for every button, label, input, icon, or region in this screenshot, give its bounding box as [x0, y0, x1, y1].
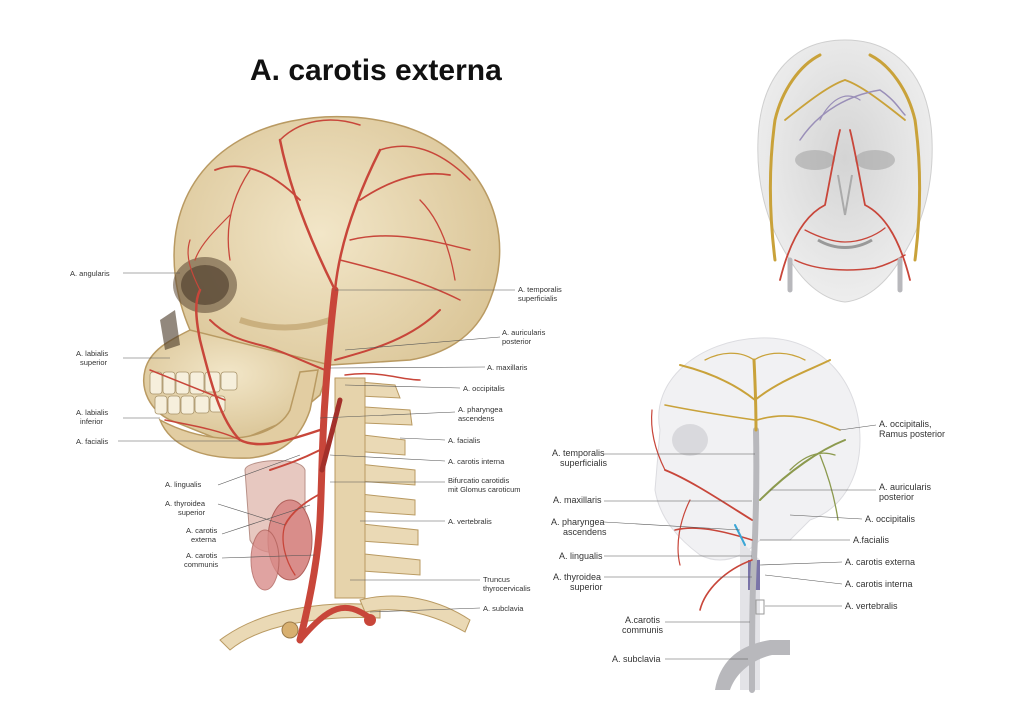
label-vertebralis: A. vertebralis — [448, 517, 492, 526]
right-leader-lines — [603, 424, 877, 660]
label-labialis-inferior: A. labialis — [76, 408, 108, 417]
left-artery-network — [149, 119, 471, 644]
label-pharyngea: A. pharyngea — [458, 405, 503, 414]
label-truncus: Truncus — [483, 575, 510, 584]
label-r-pharyngea: A. pharyngea — [551, 517, 605, 527]
label-labialis-inferior-2: inferior — [80, 417, 103, 426]
label-r-maxillaris: A. maxillaris — [553, 495, 602, 505]
label-facialis-right: A. facialis — [448, 436, 480, 445]
label-r-carotis-communis-2: communis — [622, 625, 664, 635]
label-r-carotis-interna: A. carotis interna — [845, 579, 913, 589]
label-temporalis-2: superficialis — [518, 294, 557, 303]
right-labels-right: A. occipitalis, Ramus posterior A. auric… — [845, 419, 945, 611]
label-r-lingualis: A. lingualis — [559, 551, 603, 561]
label-labialis-superior: A. labialis — [76, 349, 108, 358]
label-r-vertebralis: A. vertebralis — [845, 601, 898, 611]
label-r-carotis-communis: A.carotis — [625, 615, 661, 625]
label-r-occipitalis-posterior: A. occipitalis, — [879, 419, 932, 429]
right-labels-left: A. temporalis superficialis A. maxillari… — [551, 448, 664, 664]
label-auricularis: A. auricularis — [502, 328, 546, 337]
label-angularis: A. angularis — [70, 269, 110, 278]
label-auricularis-2: posterior — [502, 337, 532, 346]
lateral-artery-network — [650, 352, 846, 693]
label-carotis-communis-2: communis — [184, 560, 218, 569]
label-pharyngea-2: ascendens — [458, 414, 495, 423]
label-facialis: A. facialis — [76, 437, 108, 446]
label-r-temporalis: A. temporalis — [552, 448, 605, 458]
skull-illustration — [143, 115, 501, 651]
label-r-temporalis-2: superficialis — [560, 458, 608, 468]
left-leader-lines — [118, 272, 515, 613]
label-carotis-interna: A. carotis interna — [448, 457, 505, 466]
label-maxillaris: A. maxillaris — [487, 363, 528, 372]
label-temporalis: A. temporalis — [518, 285, 562, 294]
label-carotis-externa: A. carotis — [186, 526, 218, 535]
page-title: A. carotis externa — [250, 54, 502, 87]
label-carotis-externa-2: externa — [191, 535, 217, 544]
frontal-artery-network — [769, 53, 921, 293]
label-labialis-superior-2: superior — [80, 358, 108, 367]
label-r-facialis: A.facialis — [853, 535, 890, 545]
label-r-pharyngea-2: ascendens — [563, 527, 607, 537]
label-thyroidea-superior-2: superior — [178, 508, 206, 517]
label-lingualis: A. lingualis — [165, 480, 202, 489]
label-truncus-2: thyrocervicalis — [483, 584, 531, 593]
label-r-carotis-externa: A. carotis externa — [845, 557, 915, 567]
label-bifurcatio: Bifurcatio carotidis — [448, 476, 510, 485]
label-r-occipitalis: A. occipitalis — [865, 514, 916, 524]
label-r-thyroidea: A. thyroidea — [553, 572, 601, 582]
label-r-thyroidea-2: superior — [570, 582, 603, 592]
label-r-subclavia: A. subclavia — [612, 654, 661, 664]
label-r-auricularis-2: posterior — [879, 492, 914, 502]
label-subclavia: A. subclavia — [483, 604, 524, 613]
label-occipitalis: A. occipitalis — [463, 384, 505, 393]
frontal-face-illustration — [735, 32, 955, 330]
label-r-auricularis: A. auricularis — [879, 482, 932, 492]
left-labels-left: A. angularis A. labialis superior A. lab… — [70, 269, 218, 569]
left-labels-right: A. temporalis superficialis A. auricular… — [448, 285, 562, 613]
label-thyroidea-superior: A. thyroidea — [165, 499, 206, 508]
label-bifurcatio-2: mit Glomus caroticum — [448, 485, 521, 494]
label-carotis-communis: A. carotis — [186, 551, 218, 560]
label-r-occipitalis-posterior-2: Ramus posterior — [879, 429, 945, 439]
